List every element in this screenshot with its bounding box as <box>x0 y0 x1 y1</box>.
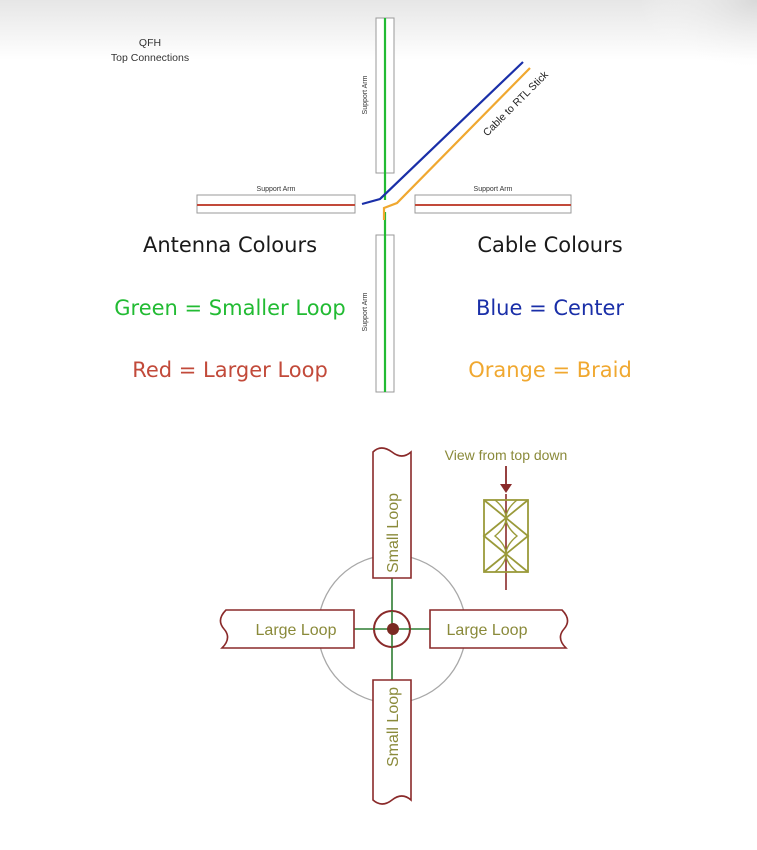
center-hub-dot <box>387 623 399 635</box>
large-loop-left-label: Large Loop <box>256 622 337 639</box>
support-arm-top-label: Support Arm <box>362 75 369 114</box>
small-loop-top-label: Small Loop <box>385 493 402 573</box>
orange-braid-text: Orange = Braid <box>468 358 632 382</box>
cable-colours-heading: Cable Colours <box>477 233 622 257</box>
orange-braid-wire <box>382 67 531 220</box>
small-loop-bottom-label: Small Loop <box>385 687 402 767</box>
antenna-colours-heading: Antenna Colours <box>143 233 317 257</box>
top-down-loop-diagram: Small Loop Small Loop Large Loop Large L… <box>219 447 569 805</box>
blue-center-wire <box>361 61 524 206</box>
small-loop-top-arm <box>372 447 412 579</box>
top-connections-title: Top Connections <box>111 52 189 64</box>
support-arm-right-label: Support Arm <box>474 186 513 193</box>
view-from-top-down-label: View from top down <box>445 447 568 463</box>
small-loop-bottom-arm <box>372 679 412 805</box>
qfh-title: QFH <box>139 37 161 49</box>
color-legend: Antenna Colours Green = Smaller Loop Red… <box>114 233 632 382</box>
top-connections-diagram: QFH Top Connections Support Arm Support … <box>111 17 572 393</box>
corner-shade <box>560 0 757 120</box>
down-arrow-icon <box>500 466 512 493</box>
green-smaller-loop-text: Green = Smaller Loop <box>114 296 345 320</box>
blue-center-text: Blue = Center <box>476 296 624 320</box>
support-arm-left-label: Support Arm <box>257 186 296 193</box>
large-loop-right-arm <box>429 609 569 649</box>
large-loop-right-label: Large Loop <box>447 622 528 639</box>
red-larger-loop-text: Red = Larger Loop <box>132 358 328 382</box>
support-arm-bottom-label: Support Arm <box>362 292 369 331</box>
cable-to-rtl-stick-label: Cable to RTL Stick <box>481 68 552 139</box>
helix-side-view-icon <box>482 494 530 590</box>
large-loop-left-arm <box>219 609 355 649</box>
